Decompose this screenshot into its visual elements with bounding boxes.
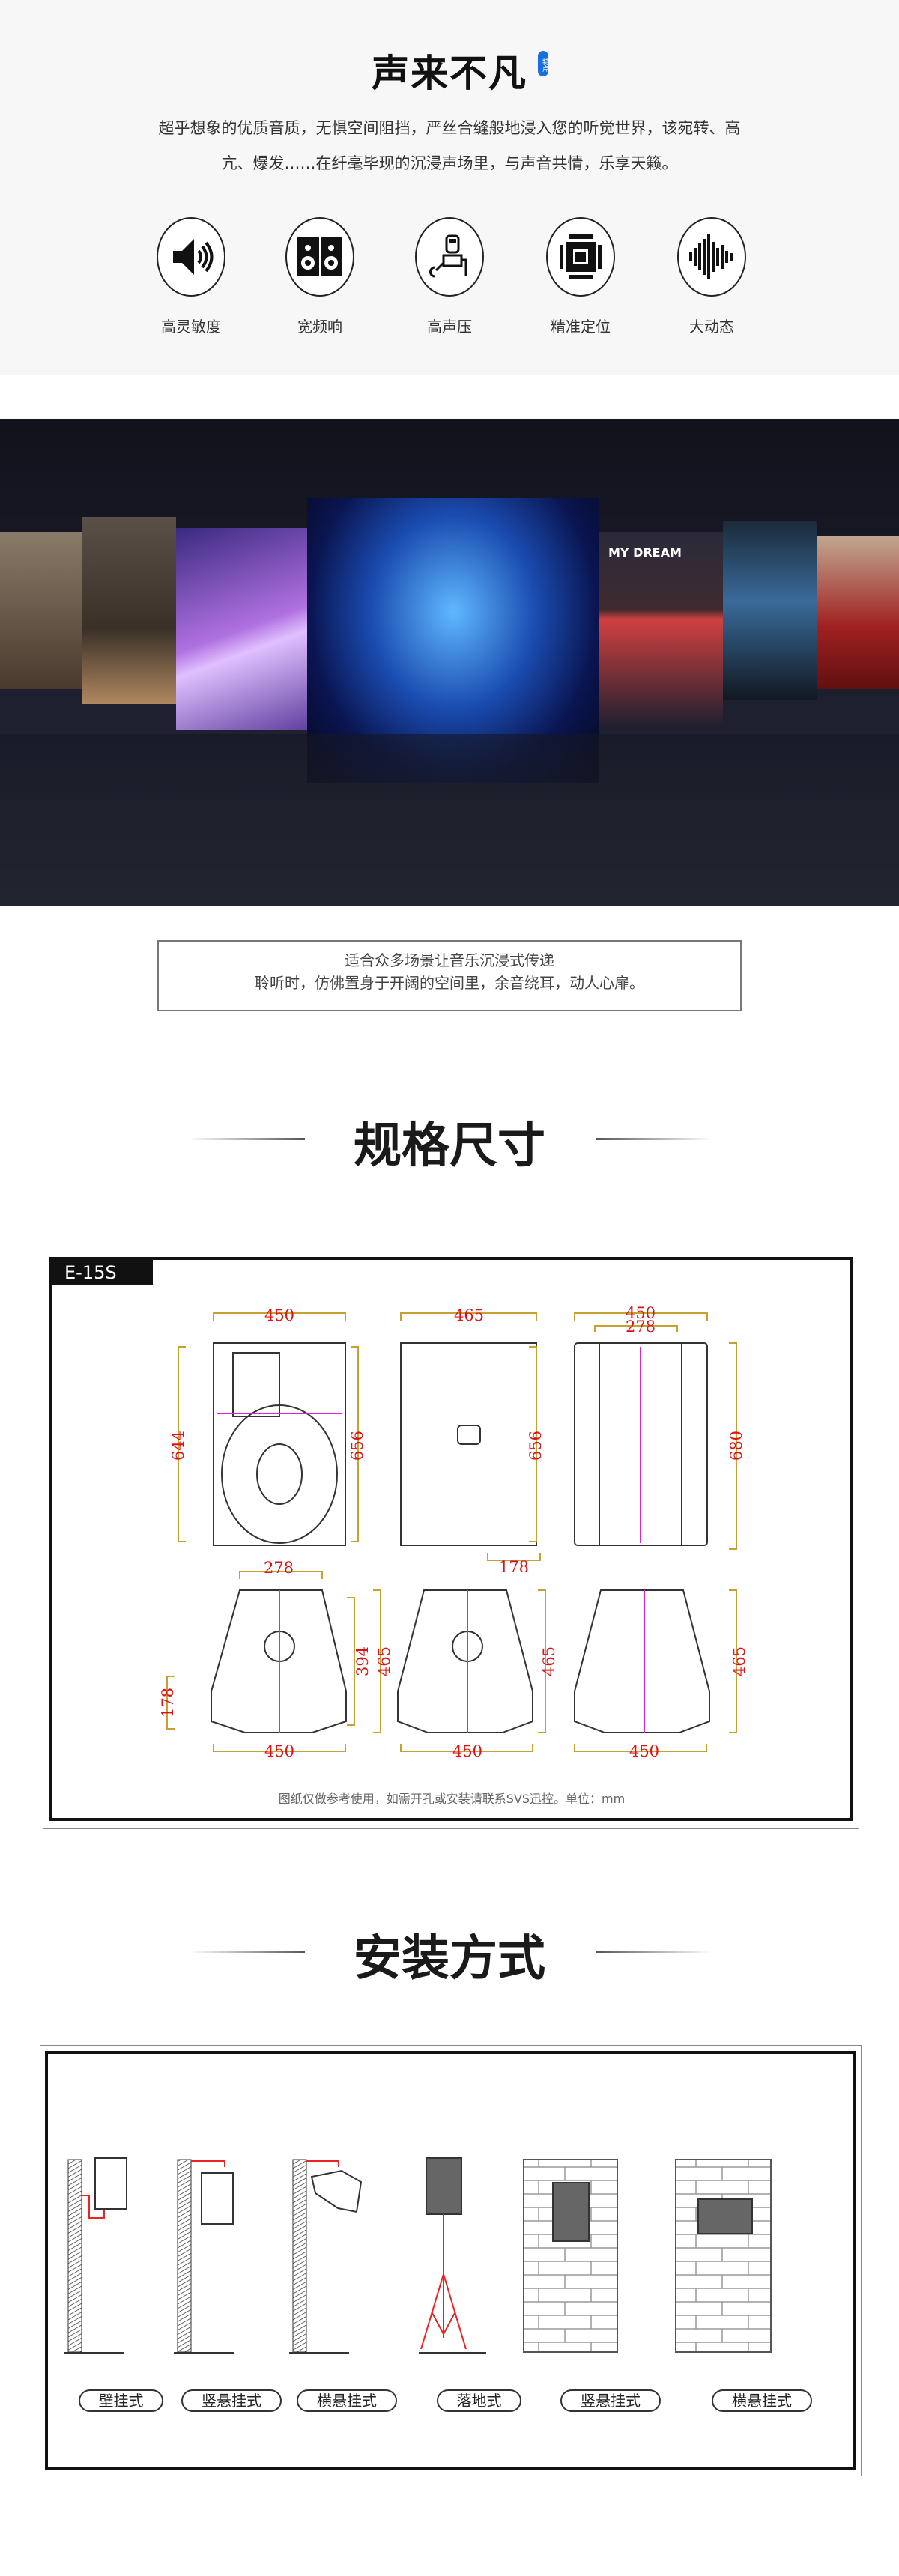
install-method-vertical-hang-wall: 竖悬挂式: [560, 2389, 661, 2412]
dim-bottom-394: 394: [354, 1646, 372, 1676]
dim-bottom-left: 178: [159, 1688, 177, 1718]
dim-front-height-2: 656: [348, 1431, 366, 1461]
feature-item: 高灵敏度: [142, 217, 240, 336]
feature-label: 精准定位: [551, 318, 611, 336]
vertical-hang-diagram: [177, 2159, 234, 2353]
rear-view: [574, 1342, 708, 1546]
dimension-drawing: 450 465 450 278 644 656 656 680 178 278 …: [159, 1304, 748, 1760]
dim-side-depth: 178: [499, 1558, 529, 1576]
dim-rear-inner-width: 278: [626, 1318, 656, 1336]
sound-wave-icon: [689, 234, 733, 279]
bottom-view-side: [397, 1589, 533, 1733]
install-method-horizontal-hang-wall: 横悬挂式: [712, 2389, 812, 2412]
dim-rear-height: 680: [727, 1431, 745, 1461]
dim-bottom2-height: 465: [540, 1646, 558, 1676]
feature-label: 高灵敏度: [161, 318, 221, 336]
wall-mount-diagram: [67, 2157, 127, 2353]
dim-bottom1-width: 450: [264, 1742, 294, 1760]
features-title: 声来不凡: [372, 52, 527, 95]
stereo-speakers-icon: [297, 237, 342, 276]
feature-item: 大动态: [663, 217, 760, 336]
features-description-line2: 亢、爆发……在纤毫毕现的沉浸声场里，与声音共情，乐享天籁。: [221, 154, 678, 172]
speaker-volume-icon: [173, 239, 214, 275]
divider: [596, 1951, 712, 1953]
spec-heading: 规格尺寸: [354, 1118, 545, 1174]
divider: [596, 1138, 712, 1140]
feature-label: 大动态: [689, 318, 734, 336]
scene-panel-cinema-seats: [82, 517, 176, 704]
dim-side-width: 465: [454, 1306, 484, 1324]
divider: [189, 1951, 305, 1953]
scene-panel-runway: [176, 528, 307, 730]
scenes-caption-box: 适合众多场景让音乐沉浸式传递 聆听时，仿佛置身于开阔的空间里，余音绕耳，动人心扉…: [157, 940, 742, 1011]
install-drawing: [40, 2045, 862, 2476]
install-method-vertical-hang: 竖悬挂式: [181, 2389, 282, 2412]
dim-bottom-top-width: 278: [264, 1559, 294, 1577]
feature-item: 高声压: [401, 217, 498, 336]
spec-note: 图纸仅做参考使用，如需开孔或安装请联系SVS迅控。单位：mm: [278, 1792, 626, 1806]
dim-rear-width: 450: [626, 1304, 656, 1322]
install-method-floor-stand: 落地式: [437, 2389, 521, 2412]
chip-icon: [560, 234, 602, 279]
dim-bottom3-width: 450: [629, 1742, 659, 1760]
dim-front-width: 450: [264, 1306, 294, 1324]
scenes-caption-line1: 适合众多场景让音乐沉浸式传递: [345, 951, 554, 969]
scenes-banner: MY DREAM: [0, 419, 899, 906]
front-view: [213, 1342, 346, 1546]
horizontal-hang-diagram: [292, 2159, 363, 2353]
feature-item: 精准定位: [532, 217, 629, 336]
scenes-caption-line2: 聆听时，仿佛置身于开阔的空间里，余音绕耳，动人心扉。: [255, 974, 644, 992]
feature-label: 高声压: [427, 318, 472, 336]
feature-item: 宽频响: [271, 217, 369, 336]
scene-panel-auditorium: [817, 536, 899, 689]
features-section: [0, 0, 899, 375]
feature-label: 宽频响: [297, 318, 342, 336]
features-description-line1: 超乎想象的优质音质，无惧空间阻挡，严丝合缝般地浸入您的听觉世界，该宛转、高: [158, 119, 741, 137]
dim-bottom3-height: 465: [730, 1646, 748, 1676]
install-heading: 安装方式: [354, 1931, 545, 1986]
install-method-horizontal-hang: 横悬挂式: [297, 2389, 397, 2412]
dim-bottom2-width: 450: [452, 1742, 482, 1760]
features-badge: 特点: [538, 51, 548, 76]
floor-stand-diagram: [420, 2157, 467, 2350]
scene-panel-stage: MY DREAM: [599, 532, 723, 727]
bottom-view-rear: [574, 1589, 710, 1733]
install-method-wall-mount: 壁挂式: [79, 2389, 163, 2412]
welder-worker-icon: [429, 234, 467, 278]
dim-front-height: 644: [169, 1431, 187, 1461]
scene-panel-lecture-hall: [0, 532, 82, 689]
brick-wall-horizontal-diagram: [675, 2159, 772, 2353]
brick-wall-vertical-diagram: [523, 2159, 618, 2353]
divider: [189, 1138, 305, 1140]
scene-panel-text: MY DREAM: [608, 545, 682, 560]
scene-panel-home-theater: [723, 521, 817, 700]
bottom-view-front: [211, 1589, 347, 1733]
dim-bottom-465: 465: [375, 1646, 393, 1676]
model-label: E-15S: [52, 1260, 153, 1285]
dim-side-height: 656: [527, 1431, 545, 1461]
spec-drawing: E-15S 450 465 450 278 644 656 656 680 17…: [43, 1249, 859, 1829]
